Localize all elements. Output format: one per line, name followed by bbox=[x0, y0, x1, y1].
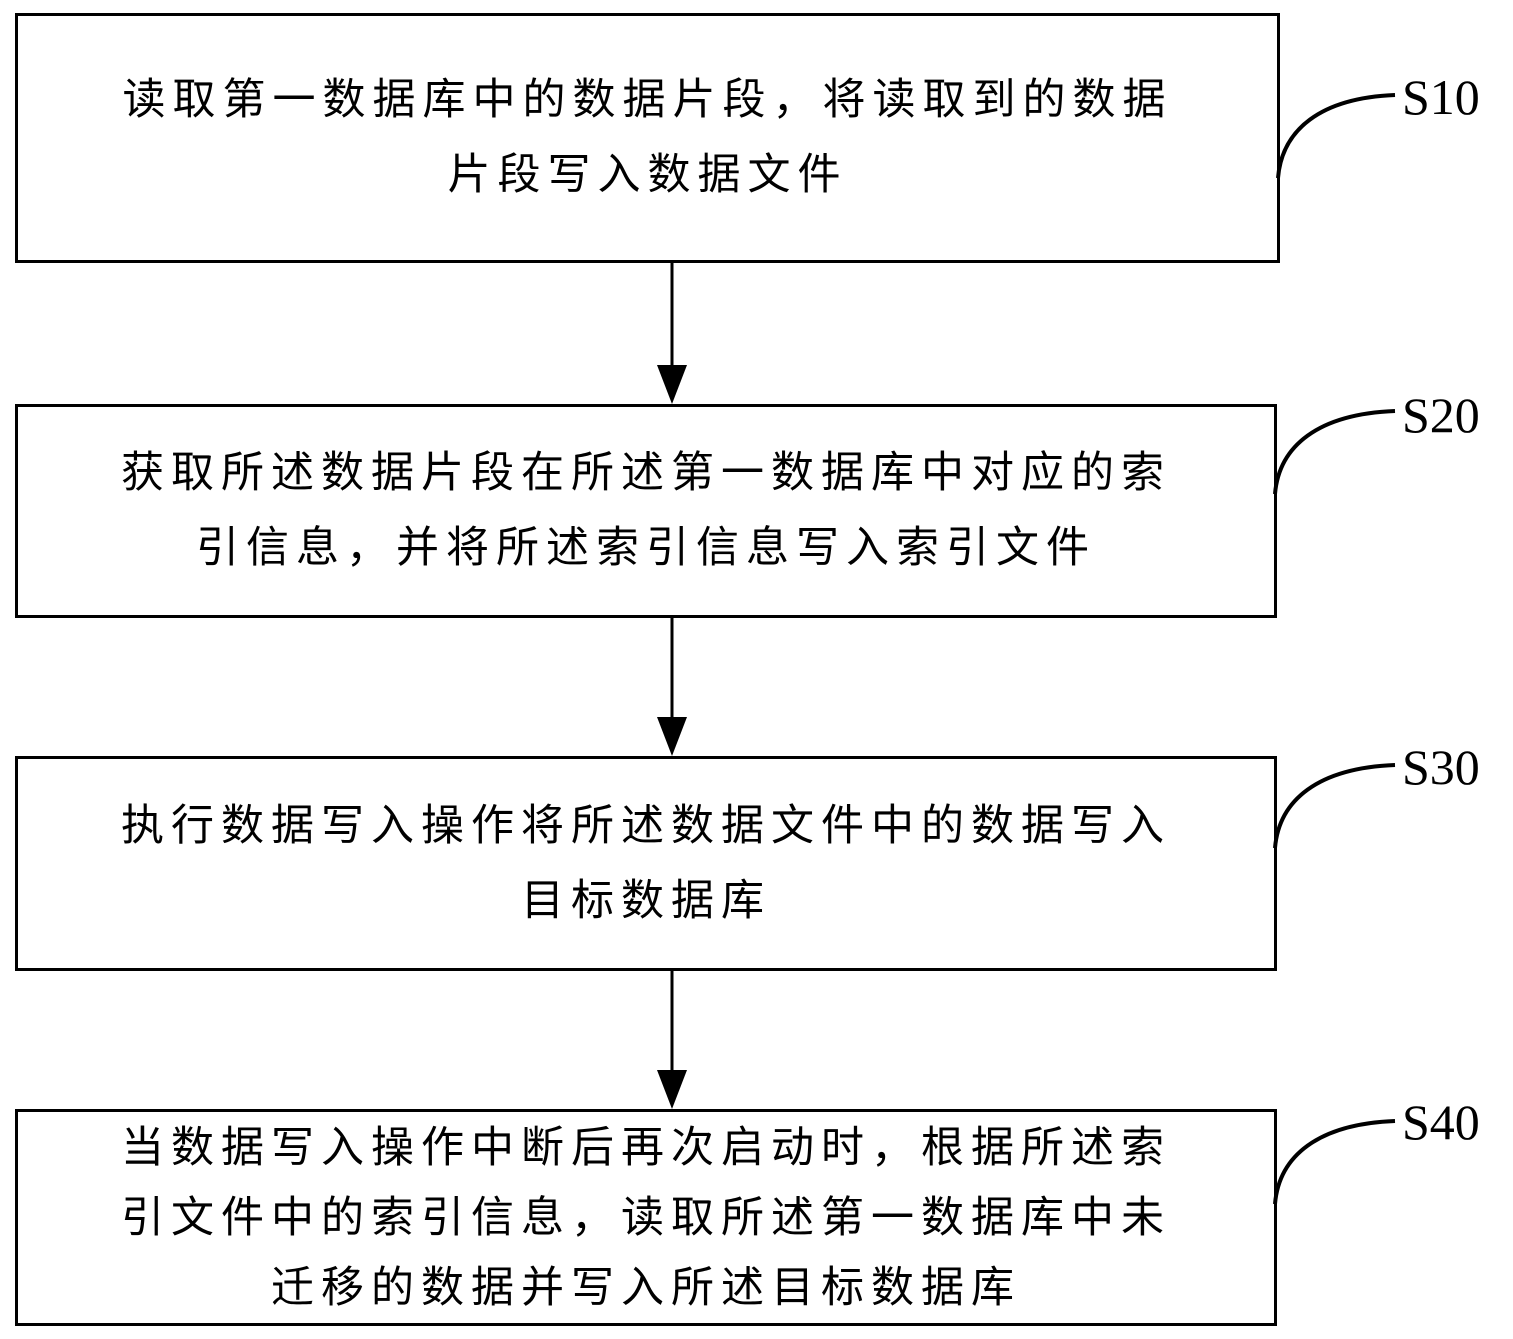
step-box-s20: 获取所述数据片段在所述第一数据库中对应的索 引信息，并将所述索引信息写入索引文件 bbox=[15, 404, 1277, 618]
step-box-s40: 当数据写入操作中断后再次启动时，根据所述索 引文件中的索引信息，读取所述第一数据… bbox=[15, 1109, 1277, 1326]
leader-line-s30 bbox=[1273, 763, 1396, 849]
arrow-s30-to-s40 bbox=[657, 971, 687, 1109]
step-text-s30: 执行数据写入操作将所述数据文件中的数据写入 目标数据库 bbox=[121, 800, 1171, 926]
step-text-s40: 当数据写入操作中断后再次启动时，根据所述索 引文件中的索引信息，读取所述第一数据… bbox=[121, 1122, 1171, 1313]
arrowhead-icon bbox=[657, 1070, 687, 1109]
step-label-s30: S30 bbox=[1402, 739, 1480, 795]
arrow-s20-to-s30 bbox=[657, 618, 687, 756]
step-text-s20: 获取所述数据片段在所述第一数据库中对应的索 引信息，并将所述索引信息写入索引文件 bbox=[121, 448, 1171, 573]
step-label-s10: S10 bbox=[1402, 69, 1480, 125]
arrowhead-icon bbox=[657, 717, 687, 756]
step-box-s30: 执行数据写入操作将所述数据文件中的数据写入 目标数据库 bbox=[15, 756, 1277, 971]
step-box-s10: 读取第一数据库中的数据片段，将读取到的数据 片段写入数据文件 bbox=[15, 13, 1280, 263]
arrow-s10-to-s20 bbox=[657, 263, 687, 404]
step-label-s20: S20 bbox=[1402, 387, 1480, 443]
step-text-s10: 读取第一数据库中的数据片段，将读取到的数据 片段写入数据文件 bbox=[122, 75, 1173, 200]
step-label-s40: S40 bbox=[1402, 1094, 1480, 1150]
leader-line-s10 bbox=[1276, 93, 1396, 179]
arrowhead-icon bbox=[657, 365, 687, 404]
leader-line-s20 bbox=[1273, 409, 1396, 495]
leader-line-s40 bbox=[1273, 1119, 1396, 1205]
